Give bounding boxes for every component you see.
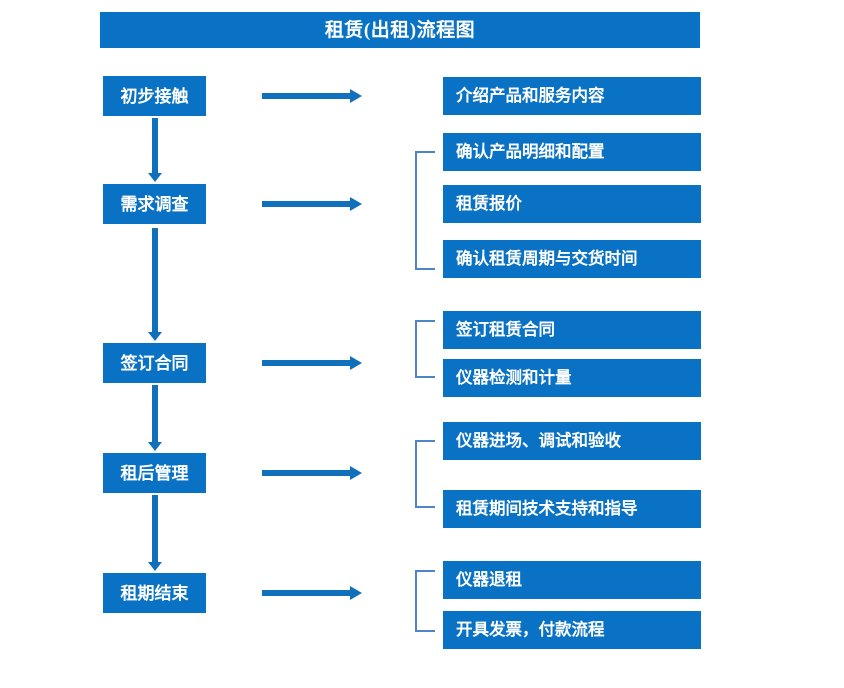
detail-box-technical-support[interactable]: 租赁期间技术支持和指导 <box>443 490 701 528</box>
right-arrow-icon-stage4 <box>262 466 362 480</box>
detail-label: 确认产品明细和配置 <box>456 141 605 161</box>
detail-box-confirm-product-spec[interactable]: 确认产品明细和配置 <box>443 133 701 171</box>
detail-label: 仪器退租 <box>456 569 522 589</box>
diagram-title-bar: 租赁(出租)流程图 <box>100 12 700 48</box>
stage-label: 租期结束 <box>120 583 189 603</box>
detail-label: 仪器进场、调试和验收 <box>456 430 621 450</box>
stage-label: 签订合同 <box>120 353 189 373</box>
detail-box-confirm-rental-period[interactable]: 确认租赁周期与交货时间 <box>443 240 701 278</box>
detail-label: 确认租赁周期与交货时间 <box>456 248 638 268</box>
group-bracket-post-rental <box>415 440 435 508</box>
right-arrow-icon-stage5 <box>262 586 362 600</box>
stage-box-post-rental-management[interactable]: 租后管理 <box>103 453 206 493</box>
stage-box-rental-end[interactable]: 租期结束 <box>103 573 206 613</box>
detail-label: 租赁报价 <box>456 193 522 213</box>
right-arrow-icon-stage1 <box>262 89 362 103</box>
down-arrow-icon-stage3-to-stage4 <box>145 385 165 451</box>
stage-label: 租后管理 <box>120 463 189 483</box>
right-arrow-icon-stage3 <box>262 356 362 370</box>
detail-box-instrument-return[interactable]: 仪器退租 <box>443 561 701 599</box>
stage-box-initial-contact[interactable]: 初步接触 <box>103 76 206 116</box>
group-bracket-needs-survey <box>415 151 435 270</box>
detail-box-rental-quote[interactable]: 租赁报价 <box>443 185 701 223</box>
down-arrow-icon-stage1-to-stage2 <box>145 118 165 182</box>
stage-box-needs-survey[interactable]: 需求调查 <box>103 184 206 224</box>
detail-box-invoice-payment[interactable]: 开具发票，付款流程 <box>443 611 701 649</box>
detail-box-introduce-products[interactable]: 介绍产品和服务内容 <box>443 77 701 115</box>
detail-box-instrument-inspection[interactable]: 仪器检测和计量 <box>443 359 701 397</box>
detail-label: 签订租赁合同 <box>456 319 555 339</box>
detail-label: 租赁期间技术支持和指导 <box>456 498 638 518</box>
group-bracket-sign-contract <box>415 320 435 378</box>
page-title: 租赁(出租)流程图 <box>324 19 476 41</box>
stage-label: 需求调查 <box>120 194 189 214</box>
down-arrow-icon-stage4-to-stage5 <box>145 495 165 571</box>
right-arrow-icon-stage2 <box>262 197 362 211</box>
down-arrow-icon-stage2-to-stage3 <box>145 228 165 341</box>
group-bracket-rental-end <box>415 570 435 632</box>
detail-label: 介绍产品和服务内容 <box>456 85 605 105</box>
detail-box-instrument-entry-commissioning[interactable]: 仪器进场、调试和验收 <box>443 422 701 460</box>
stage-box-sign-contract[interactable]: 签订合同 <box>103 343 206 383</box>
stage-label: 初步接触 <box>120 86 189 106</box>
detail-box-sign-rental-contract[interactable]: 签订租赁合同 <box>443 311 701 349</box>
detail-label: 仪器检测和计量 <box>456 367 572 387</box>
detail-label: 开具发票，付款流程 <box>456 619 605 639</box>
